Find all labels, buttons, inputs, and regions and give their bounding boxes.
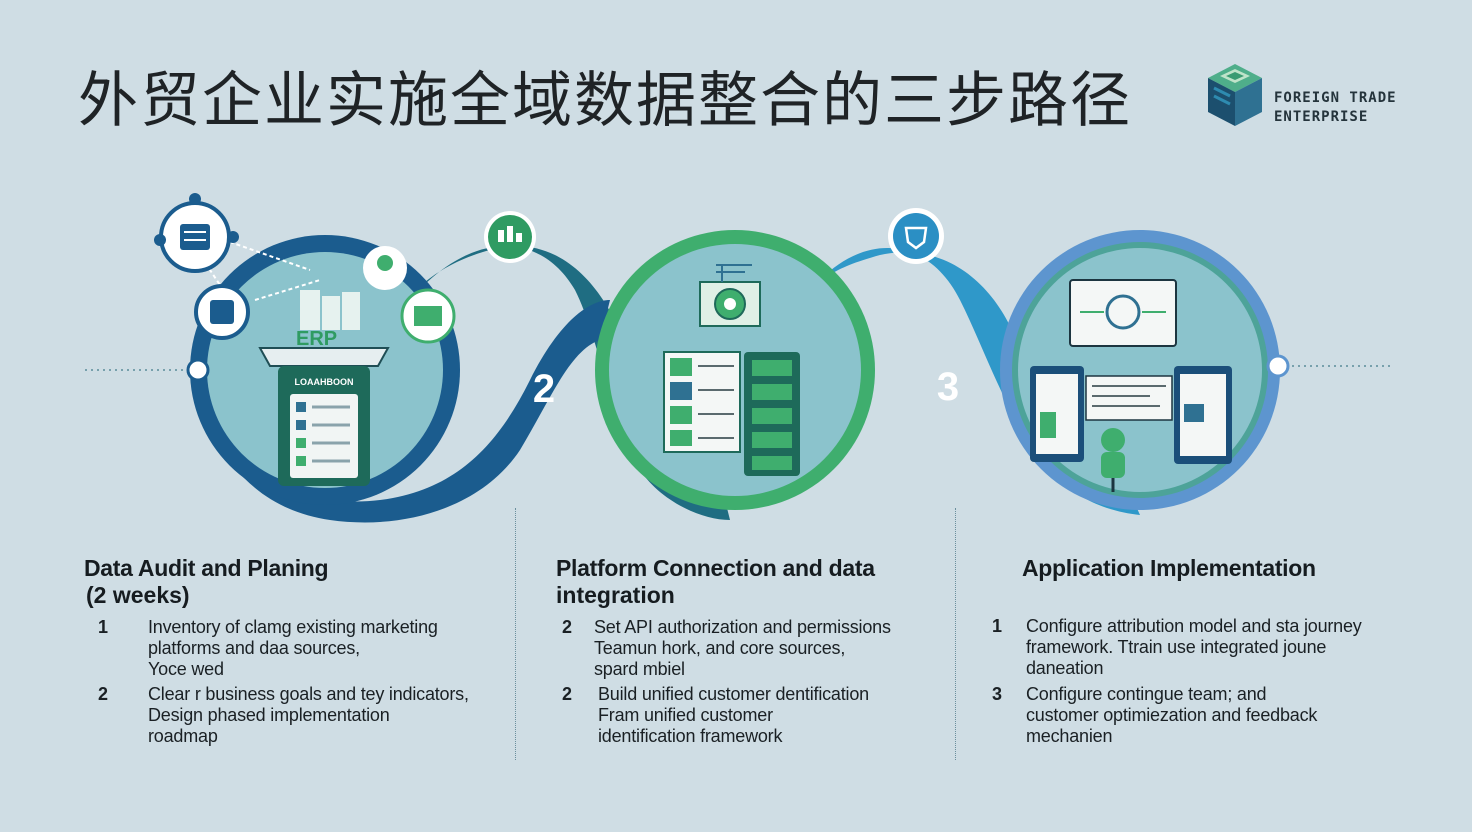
- step1-item-1: 1 Inventory of clamg existing marketing …: [84, 617, 494, 680]
- step1-item-1-number: 1: [98, 617, 109, 637]
- step3-item-1-text: Configure attribution model and sta jour…: [1026, 616, 1362, 678]
- step1-item-1-text: Inventory of clamg existing marketing pl…: [148, 617, 438, 679]
- step-number-2: 2: [533, 367, 555, 411]
- column-divider-1: [515, 508, 516, 760]
- chart-badge-icon: [484, 211, 536, 263]
- step2-item-2-number: 2: [562, 684, 573, 704]
- cube-logo-icon: [1208, 64, 1262, 126]
- step1-item-2-number: 2: [98, 684, 109, 704]
- step1-subtitle: (2 weeks): [86, 582, 190, 608]
- dashboard-monitor-icon: [1069, 279, 1177, 347]
- step1-start-dot: [186, 358, 210, 382]
- step3-item-2-number: 3: [992, 684, 1003, 704]
- step2-column: Platform Connection and data integration…: [556, 555, 936, 747]
- step2-title: Platform Connection and data: [556, 555, 875, 581]
- three-step-diagram: 2 3 ERP LOAAHBOON: [85, 193, 1390, 523]
- report-panel-icon: [1085, 375, 1173, 421]
- step3-item-2: 3 Configure contingue team; and customer…: [992, 684, 1432, 747]
- shield-badge-icon: [888, 208, 944, 264]
- logo-line-2: ENTERPRISE: [1274, 109, 1369, 125]
- phone-label: LOAAHBOON: [295, 377, 354, 387]
- step2-subtitle: integration: [556, 582, 675, 608]
- step3-item-2-text: Configure contingue team; and customer o…: [1026, 684, 1318, 746]
- page-title: 外贸企业实施全域数据整合的三步路径: [78, 66, 1132, 136]
- step2-illustration: [663, 264, 800, 476]
- step1-title: Data Audit and Planing: [84, 555, 329, 581]
- step3-column: Application Implementation 1 Configure a…: [992, 555, 1432, 747]
- step2-item-2: 2 Build unified customer dentification F…: [556, 684, 936, 747]
- company-logo: FOREIGN TRADE ENTERPRISE: [1204, 62, 1454, 132]
- logo-line-1: FOREIGN TRADE: [1274, 90, 1397, 106]
- column-divider-2: [955, 508, 956, 760]
- sources-label: ERP: [296, 328, 337, 350]
- step3-item-1: 1 Configure attribution model and sta jo…: [992, 616, 1432, 679]
- step1-item-2: 2 Clear r business goals and tey indicat…: [84, 684, 494, 747]
- step-number-3: 3: [937, 365, 959, 409]
- step3-end-dot: [1266, 354, 1290, 378]
- step1-column: Data Audit and Planing (2 weeks) 1 Inven…: [84, 555, 494, 747]
- step1-illustration: ERP LOAAHBOON: [154, 193, 456, 486]
- step2-item-1-text: Set API authorization and permissions Te…: [594, 617, 891, 679]
- step2-item-2-text: Build unified customer dentification Fra…: [598, 684, 869, 746]
- user-icon: [1101, 428, 1125, 452]
- step2-item-1: 2 Set API authorization and permissions …: [556, 617, 936, 680]
- step2-item-1-number: 2: [562, 617, 573, 637]
- step1-item-2-text: Clear r business goals and tey indicator…: [148, 684, 469, 746]
- step3-item-1-number: 1: [992, 616, 1003, 636]
- wave-ribbon-bottom: [200, 300, 610, 523]
- step3-illustration: [1030, 279, 1232, 492]
- step3-title: Application Implementation: [1022, 555, 1316, 581]
